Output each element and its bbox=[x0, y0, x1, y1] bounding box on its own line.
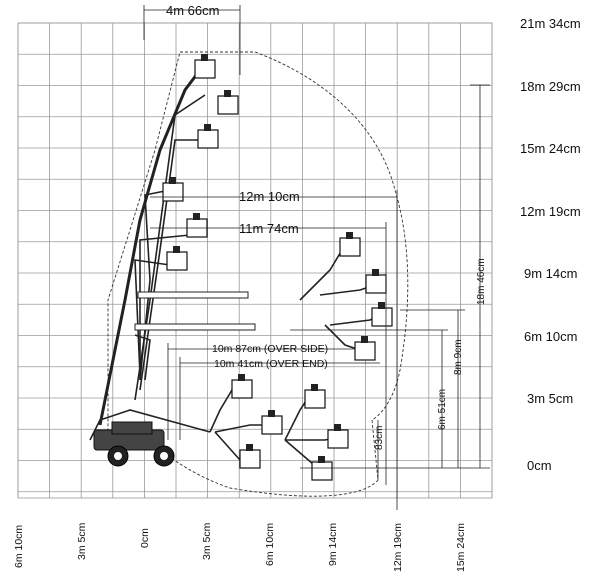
platform-basket bbox=[217, 95, 239, 115]
grid bbox=[17, 22, 493, 498]
platform-basket bbox=[339, 237, 361, 257]
dim-label-1210: 12m 10cm bbox=[239, 189, 300, 204]
dimension-lines bbox=[143, 5, 490, 510]
x-label: 6m 10cm bbox=[13, 525, 25, 568]
platform-basket bbox=[231, 379, 253, 399]
platform-basket bbox=[304, 389, 326, 409]
x-label: 0cm bbox=[139, 528, 151, 548]
dim-label-83: 83cm bbox=[374, 426, 385, 450]
platform-basket bbox=[197, 129, 219, 149]
platform-basket bbox=[194, 59, 216, 79]
x-label: 15m 24cm bbox=[455, 523, 467, 572]
operator-icon bbox=[201, 54, 208, 61]
y-label: 15m 24cm bbox=[520, 141, 581, 156]
operator-icon bbox=[193, 213, 200, 220]
boom-right-1 bbox=[299, 244, 346, 301]
platform-basket bbox=[261, 415, 283, 435]
x-axis-labels: 6m 10cm 3m 5cm 0cm 3m 5cm 6m 10cm 9m 14c… bbox=[13, 522, 467, 572]
platform-basket bbox=[239, 449, 261, 469]
rear-wheel-hub bbox=[160, 452, 168, 460]
platform-basket bbox=[166, 251, 188, 271]
y-label: 9m 14cm bbox=[524, 266, 577, 281]
dim-label-top: 4m 66cm bbox=[166, 3, 219, 18]
boom-low-1 bbox=[209, 384, 236, 433]
grid-frame bbox=[17, 22, 493, 499]
x-label: 3m 5cm bbox=[76, 522, 88, 560]
boom-position-5 bbox=[139, 234, 191, 380]
operator-icon bbox=[378, 302, 385, 309]
boom-position-7 bbox=[134, 334, 151, 381]
jib-horizontal-1 bbox=[137, 291, 249, 299]
operator-icon bbox=[334, 424, 341, 431]
annotations: 4m 66cm 12m 10cm 11m 74cm 10m 87cm (OVER… bbox=[166, 3, 487, 450]
x-label: 12m 19cm bbox=[392, 523, 404, 572]
x-label: 9m 14cm bbox=[327, 523, 339, 566]
dim-label-1174: 11m 74cm bbox=[239, 221, 299, 236]
operator-icon bbox=[238, 374, 245, 381]
y-label: 6m 10cm bbox=[524, 329, 577, 344]
y-label: 21m 34cm bbox=[520, 16, 581, 31]
boom-max-height bbox=[98, 69, 202, 426]
platform-basket bbox=[311, 461, 333, 481]
turret bbox=[111, 421, 153, 435]
front-wheel-hub bbox=[114, 452, 122, 460]
y-label: 3m 5cm bbox=[527, 391, 573, 406]
x-label: 6m 10cm bbox=[264, 523, 276, 566]
x-label: 3m 5cm bbox=[201, 522, 213, 560]
operator-icon bbox=[346, 232, 353, 239]
platform-basket bbox=[365, 274, 387, 294]
stowed-boom bbox=[89, 409, 211, 441]
y-label: 0cm bbox=[527, 458, 552, 473]
operator-icon bbox=[311, 384, 318, 391]
dim-label-1846: 18m 46cm bbox=[476, 258, 487, 305]
dim-label-809: 8m 9cm bbox=[453, 339, 464, 375]
y-axis-labels: 21m 34cm 18m 29cm 15m 24cm 12m 19cm 9m 1… bbox=[520, 16, 581, 473]
machine-base bbox=[89, 409, 211, 467]
working-envelope bbox=[107, 51, 409, 497]
dim-label-over-side: 10m 87cm (OVER SIDE) bbox=[212, 343, 328, 355]
y-label: 12m 19cm bbox=[520, 204, 581, 219]
boom-positions bbox=[98, 69, 381, 471]
operator-icon bbox=[169, 177, 176, 184]
operator-icon bbox=[318, 456, 325, 463]
dim-label-651: 6m 51cm bbox=[437, 389, 448, 430]
operator-icon bbox=[224, 90, 231, 97]
jib-horizontal-2 bbox=[134, 323, 256, 331]
operator-icon bbox=[268, 410, 275, 417]
platform-basket bbox=[162, 182, 184, 202]
operator-icon bbox=[361, 336, 368, 343]
operator-icon bbox=[246, 444, 253, 451]
operator-icon bbox=[173, 246, 180, 253]
boom-low-3 bbox=[214, 424, 265, 433]
operator-icon bbox=[204, 124, 211, 131]
operator-icon bbox=[372, 269, 379, 276]
platform-basket bbox=[371, 307, 393, 327]
platform-basket bbox=[327, 429, 349, 449]
dim-label-over-end: 10m 41cm (OVER END) bbox=[214, 358, 328, 370]
platform-basket bbox=[354, 341, 376, 361]
platform-baskets bbox=[162, 54, 393, 481]
y-label: 18m 29cm bbox=[520, 79, 581, 94]
